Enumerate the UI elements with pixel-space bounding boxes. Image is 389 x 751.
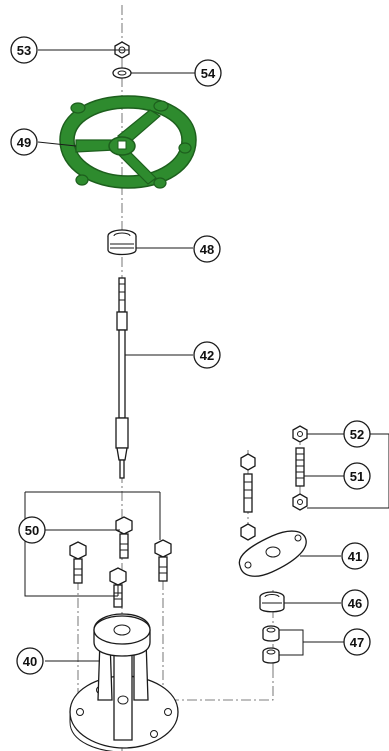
callout-label-51: 51 bbox=[350, 469, 364, 484]
hex-nut-52-bottom bbox=[292, 493, 308, 511]
callout-52: 52 bbox=[343, 420, 371, 448]
washer-54 bbox=[112, 67, 132, 79]
bolt-50-right bbox=[154, 539, 172, 582]
callout-46: 46 bbox=[341, 589, 369, 617]
callout-label-40: 40 bbox=[23, 654, 37, 669]
handwheel-49 bbox=[59, 95, 197, 189]
callout-53: 53 bbox=[10, 36, 38, 64]
callout-50: 50 bbox=[18, 516, 46, 544]
callout-label-54: 54 bbox=[201, 66, 216, 81]
callout-47: 47 bbox=[343, 628, 371, 656]
callout-label-42: 42 bbox=[200, 348, 214, 363]
callout-label-48: 48 bbox=[200, 242, 214, 257]
callout-40: 40 bbox=[16, 647, 44, 675]
callout-42: 42 bbox=[193, 341, 221, 369]
bolt-50-top bbox=[115, 516, 133, 559]
packing-ring-47-upper bbox=[262, 625, 280, 642]
stud-51 bbox=[295, 447, 305, 487]
packing-ring-47-lower bbox=[262, 647, 280, 664]
callout-48: 48 bbox=[193, 235, 221, 263]
bolt-50-left bbox=[69, 541, 87, 584]
yoke-40 bbox=[69, 613, 179, 751]
callout-49: 49 bbox=[10, 128, 38, 156]
callout-51: 51 bbox=[343, 462, 371, 490]
bushing-48 bbox=[107, 229, 137, 256]
callout-label-47: 47 bbox=[350, 635, 364, 650]
callout-54: 54 bbox=[194, 59, 222, 87]
hex-nut-53 bbox=[114, 41, 130, 59]
callout-label-52: 52 bbox=[350, 427, 364, 442]
gland-flange-41 bbox=[238, 530, 307, 577]
hex-nut-52-top bbox=[292, 425, 308, 443]
callout-label-46: 46 bbox=[348, 596, 362, 611]
stem-42 bbox=[115, 277, 129, 479]
callout-label-49: 49 bbox=[17, 135, 31, 150]
stud-assembly-left bbox=[240, 453, 256, 541]
gland-bushing-46 bbox=[259, 591, 285, 613]
callout-label-50: 50 bbox=[25, 523, 39, 538]
callout-label-41: 41 bbox=[348, 549, 362, 564]
callout-41: 41 bbox=[341, 542, 369, 570]
callout-label-53: 53 bbox=[17, 43, 31, 58]
